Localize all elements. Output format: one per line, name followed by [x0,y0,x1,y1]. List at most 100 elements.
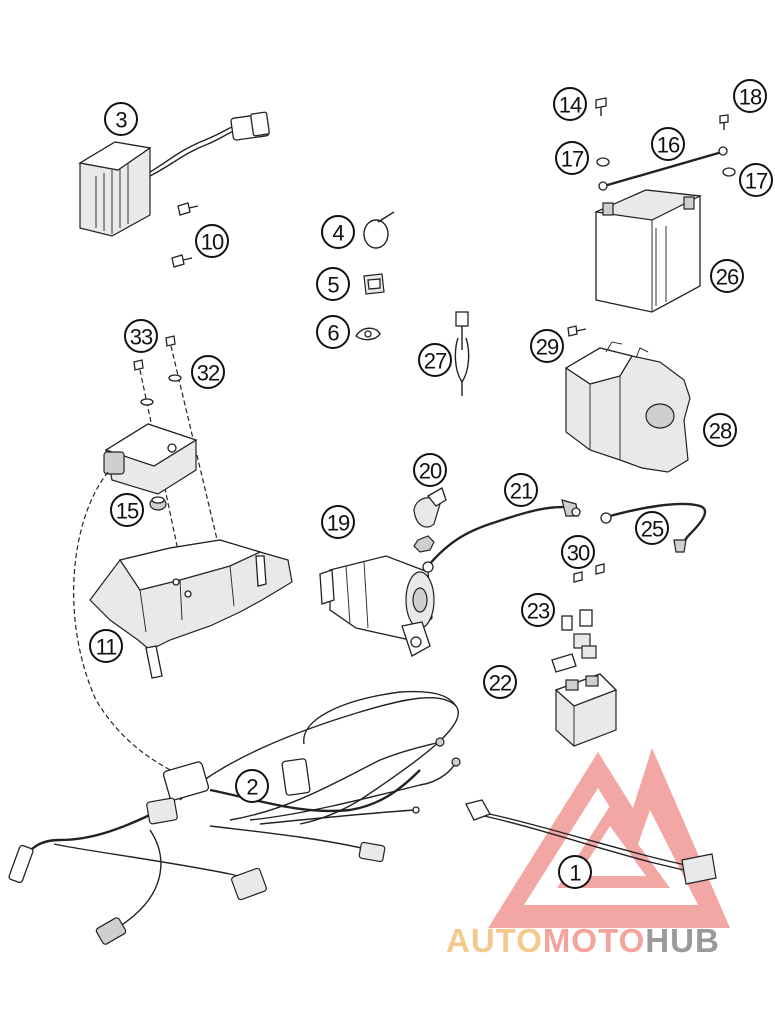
callout-15: 15 [110,493,144,527]
callout-label: 22 [489,671,512,696]
callout-circle [89,629,123,663]
rubber-grommet [149,496,167,511]
ground-cable-25 [600,502,707,553]
battery [593,189,703,313]
callout-label: 26 [716,265,739,290]
callout-14: 14 [553,87,587,121]
callout-label: 27 [424,349,447,374]
callout-label: 32 [197,361,220,386]
callout-30: 30 [561,535,595,569]
callout-29: 29 [530,329,564,363]
callout-20: 20 [413,453,447,487]
callout-label: 15 [116,499,139,524]
ecu-unit [103,423,198,495]
fuse-holder [454,311,470,396]
callout-circle [124,319,158,353]
regulator-rectifier [78,111,270,237]
callout-circle [703,413,737,447]
callout-label: 19 [327,511,350,536]
callout-6: 6 [316,315,350,349]
wiring-harness-1 [465,799,717,885]
starter-motor [319,555,435,657]
callout-circle [635,511,669,545]
cable-tie [363,211,395,249]
bolts [171,202,199,268]
nut-19 [413,535,435,553]
battery-box [564,341,691,473]
callout-circle [710,259,744,293]
callout-19: 19 [321,505,355,539]
callout-label: 1 [569,861,581,886]
callout-circle [191,355,225,389]
callout-2: 2 [235,769,269,803]
callout-circle [530,329,564,363]
callout-1: 1 [558,855,592,889]
brand-part-hub: HUB [645,922,720,959]
callout-label: 28 [709,419,732,444]
callout-label: 5 [327,273,339,298]
cable-clip [363,273,385,295]
callout-circle [418,343,452,377]
brand-part-auto: AUTO [446,922,543,959]
callout-5: 5 [316,267,350,301]
callout-circle [413,453,447,487]
callout-28: 28 [703,413,737,447]
callout-21: 21 [504,473,538,507]
callout-27: 27 [418,343,452,377]
callout-32: 32 [191,355,225,389]
screw-29 [567,325,587,337]
callout-circle [316,315,350,349]
callout-label: 33 [130,325,153,350]
callout-label: 25 [641,517,664,542]
callout-label: 6 [327,321,339,346]
callout-label: 17 [561,147,584,172]
fuses-23 [561,609,597,659]
callout-circle [521,593,555,627]
callout-16: 16 [651,127,685,161]
callout-circle [316,267,350,301]
callout-3: 3 [104,102,138,136]
callout-circle [553,87,587,121]
callout-circle [651,127,685,161]
brand-part-moto: MOTO [542,922,646,959]
callout-17: 17 [739,163,773,197]
callout-label: 3 [115,108,127,133]
callout-circle [321,505,355,539]
screws-30 [573,563,605,583]
component-carrier [89,539,293,679]
callout-circle [195,224,229,258]
callout-circle [110,493,144,527]
callout-label: 18 [739,85,762,110]
callout-label: 30 [567,541,590,566]
callout-10: 10 [195,224,229,258]
callout-label: 14 [559,93,582,118]
callout-22: 22 [483,665,517,699]
callout-circle [739,163,773,197]
callout-17: 17 [555,141,589,175]
callout-33: 33 [124,319,158,353]
callout-label: 2 [246,775,258,800]
starter-cable-21 [422,499,581,573]
callout-26: 26 [710,259,744,293]
clamp [355,327,381,341]
main-wiring-harness [8,471,461,945]
callout-circle [483,665,517,699]
watermark-logo [488,748,730,928]
callout-25: 25 [635,511,669,545]
callout-circle [555,141,589,175]
terminal-cap-20 [413,487,447,528]
callout-label: 21 [510,479,533,504]
callout-label: 16 [657,133,680,158]
callout-label: 17 [745,169,768,194]
watermark-brand: AUTOMOTOHUB [446,922,720,960]
callout-label: 29 [536,335,559,360]
callout-18: 18 [733,79,767,113]
callout-circle [558,855,592,889]
relay-22 [551,653,618,747]
callout-circle [321,215,355,249]
callout-circle [504,473,538,507]
battery-cable-16 [598,146,728,191]
callout-label: 10 [201,230,224,255]
callout-circle [561,535,595,569]
